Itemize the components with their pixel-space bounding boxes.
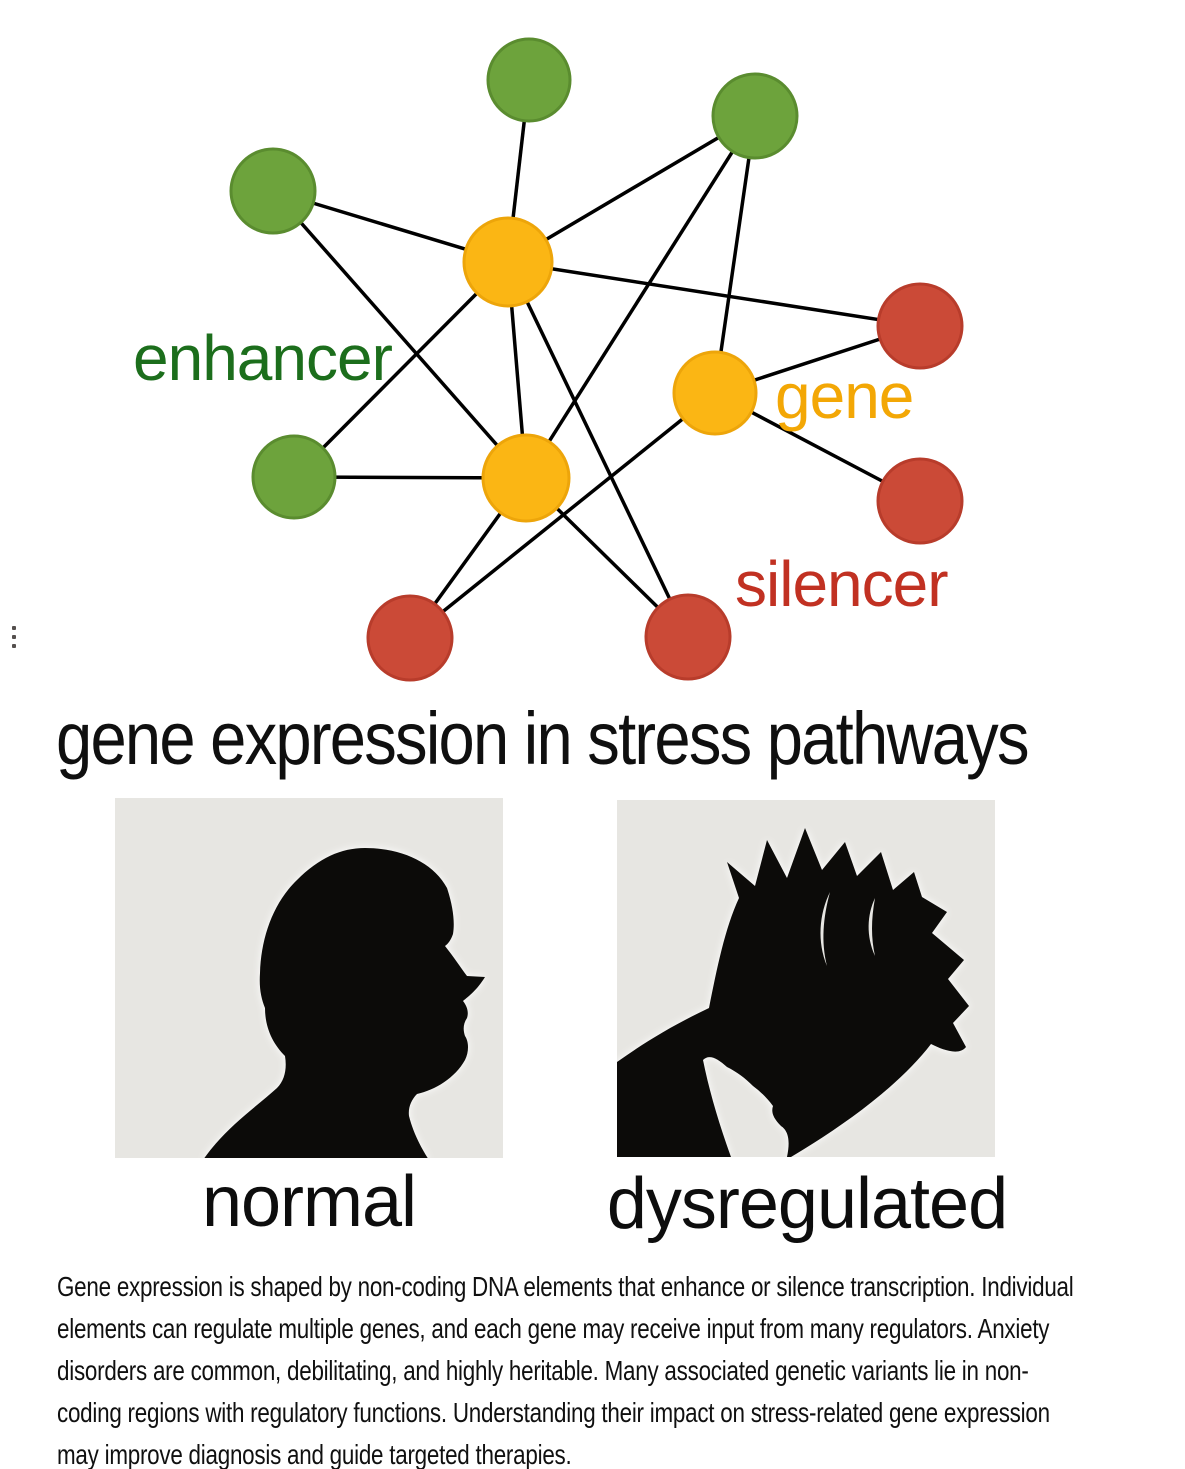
gene-node bbox=[672, 350, 758, 436]
enhancer-label: enhancer bbox=[133, 322, 393, 394]
gene-label: gene bbox=[775, 360, 914, 432]
enhancer-node bbox=[251, 434, 337, 520]
dysregulated-panel bbox=[617, 800, 995, 1157]
network-edge bbox=[507, 260, 921, 328]
normal-panel bbox=[115, 798, 503, 1158]
enhancer-node bbox=[711, 72, 799, 160]
caption-line: coding regions with regulatory functions… bbox=[57, 1397, 1050, 1428]
network-edge bbox=[524, 115, 757, 479]
caption-line: elements can regulate multiple genes, an… bbox=[57, 1313, 1050, 1344]
caption-line: may improve diagnosis and guide targeted… bbox=[57, 1439, 572, 1469]
gene-node bbox=[481, 433, 571, 523]
network-edge bbox=[271, 189, 528, 480]
silencer-node bbox=[876, 282, 964, 370]
enhancer-node bbox=[229, 147, 317, 235]
normal-silhouette bbox=[204, 848, 485, 1158]
enhancer-node bbox=[486, 37, 572, 123]
network-edge bbox=[506, 261, 690, 638]
normal-label: normal bbox=[201, 1162, 417, 1242]
silencer-label: silencer bbox=[735, 548, 949, 620]
drag-handle-dots-icon[interactable] bbox=[12, 626, 17, 648]
figure-title: gene expression in stress pathways bbox=[56, 697, 1030, 780]
dysregulated-label: dysregulated bbox=[606, 1164, 1008, 1244]
caption-line: Gene expression is shaped by non-coding … bbox=[57, 1271, 1074, 1302]
network-edge bbox=[292, 260, 510, 479]
silencer-node bbox=[644, 593, 732, 681]
network-edge bbox=[713, 115, 757, 394]
silencer-node bbox=[366, 594, 454, 682]
caption-paragraph: Gene expression is shaped by non-coding … bbox=[57, 1266, 1177, 1469]
gene-node bbox=[462, 216, 554, 308]
gene-regulatory-network-diagram bbox=[229, 37, 964, 682]
network-edge bbox=[507, 114, 756, 264]
silencer-node bbox=[876, 457, 964, 545]
dysregulated-silhouette bbox=[617, 828, 969, 1157]
caption-line: disorders are common, debilitating, and … bbox=[57, 1355, 1029, 1386]
